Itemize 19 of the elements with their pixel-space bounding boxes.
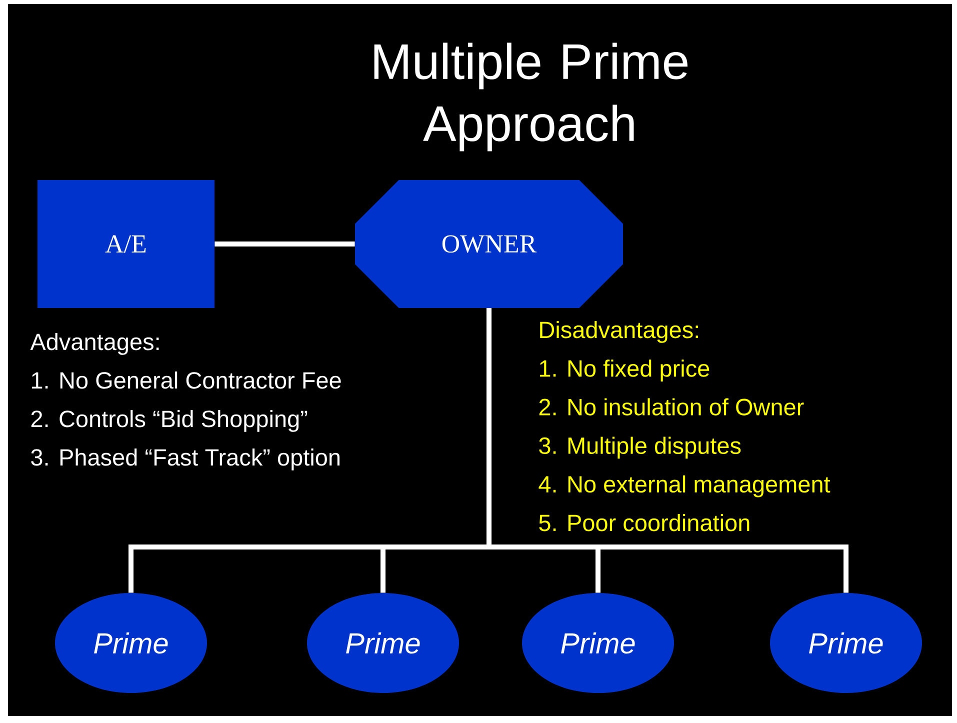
list-item: 5. Poor coordination: [539, 514, 750, 532]
ellipse-node: Prime: [770, 593, 922, 693]
list-item: 4. No external management: [538, 475, 830, 498]
ellipse-node: Prime: [522, 593, 674, 693]
list-heading: Disadvantages:: [540, 321, 698, 343]
connector-line: [486, 308, 849, 593]
process-box: A/E: [38, 180, 214, 308]
list-item: 2. No insulation of Owner: [539, 398, 804, 416]
list-item: 3. Multiple disputes: [539, 436, 741, 459]
ellipse-node: Prime: [55, 593, 207, 693]
octagon-box: OWNER: [355, 180, 623, 308]
connector-line: [214, 242, 355, 246]
list-item: 1. No fixed price: [540, 360, 710, 382]
list-item: 2. Controls “Bid Shopping”: [31, 410, 308, 432]
list-item: 3. Phased “Fast Track” option: [31, 448, 340, 470]
ellipse-node: Prime: [307, 593, 459, 693]
list-item: 1. No General Contractor Fee: [32, 372, 341, 389]
list-heading: Advantages:: [30, 333, 159, 355]
slide-title: Multiple Prime Approach: [374, 42, 688, 152]
